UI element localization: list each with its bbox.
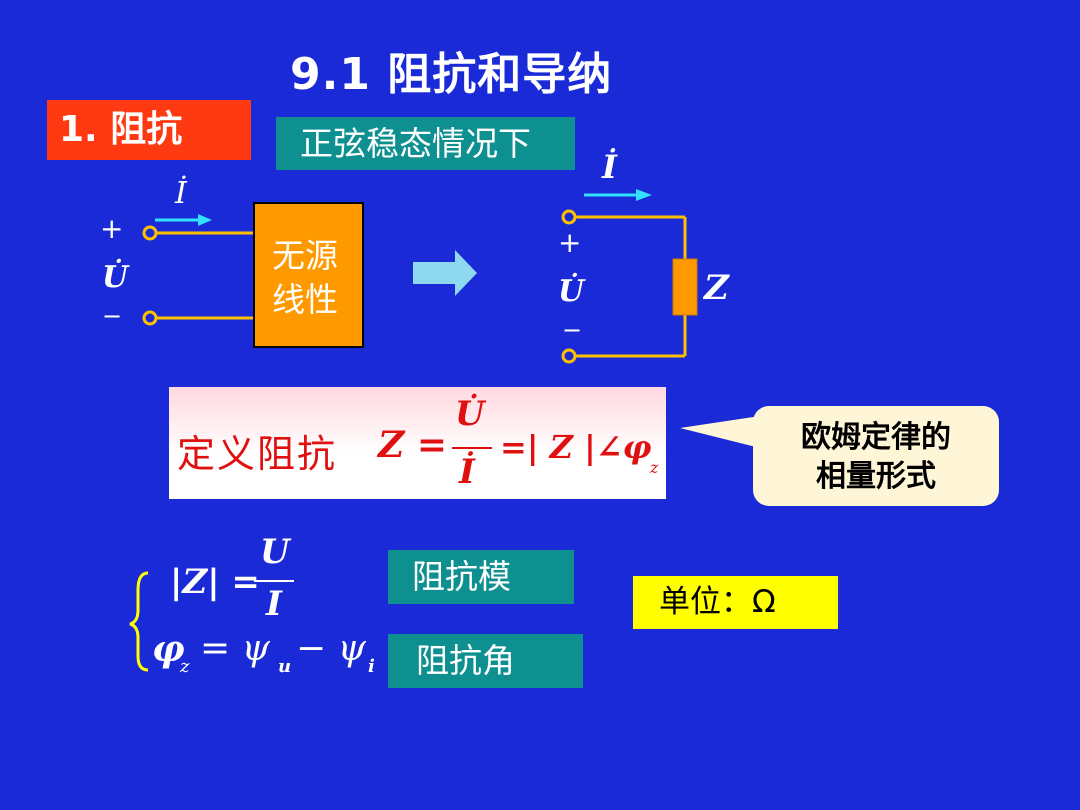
left-current-label: İ [175,176,187,211]
right-current-label: İ [602,148,617,186]
left-current-arrowhead [198,214,212,226]
definition-denominator: İ [459,452,475,492]
callout-line2: 相量形式 [816,459,936,494]
angle-psi-u-sub: u [278,656,292,677]
angle-psi-i: − ψ [296,628,366,669]
section-heading: 1. 阻抗 [47,100,251,160]
right-plus: + [558,226,582,259]
left-minus: − [102,302,123,330]
impedance-element [672,258,698,316]
definition-fraction-bar [452,447,492,449]
definition-label: 定义阻抗 [177,432,338,476]
right-minus: − [562,316,583,344]
page-title: 9.1 阻抗和导纳 [290,49,613,100]
transform-arrow-icon [413,250,477,296]
block-label-line1: 无源 [272,236,338,275]
angle-psi-i-sub: i [368,656,375,677]
callout-line1: 欧姆定律的 [801,420,951,455]
magnitude-denominator: I [266,584,282,624]
right-bottom-terminal [561,348,577,364]
right-voltage-label: U̇ [558,274,585,309]
callout-text: 欧姆定律的 相量形式 [753,418,999,496]
left-bottom-terminal [142,310,158,326]
left-voltage-label: U̇ [102,260,129,295]
brace [129,571,149,672]
left-plus: + [100,212,124,245]
magnitude-fraction-bar [254,580,294,582]
unit-label: 单位：Ω [633,576,838,629]
block-label-line2: 线性 [272,280,338,319]
right-top-terminal [561,209,577,225]
angle-phi-sub: z [180,656,190,677]
definition-rhs: =| Z |∠φ [500,428,652,466]
passive-linear-block [253,202,364,348]
angle-psi-u: = ψ [200,628,270,669]
impedance-label: Z [704,268,729,308]
definition-rhs-subscript: z [650,458,659,477]
magnitude-numerator: U [260,532,290,572]
angle-phi: φ [152,628,185,670]
definition-lhs: Z = [378,424,447,466]
right-current-arrowhead [636,189,652,201]
ohm-law-callout [753,406,999,506]
condition-label: 正弦稳态情况下 [276,117,575,170]
definition-box [169,387,666,499]
angle-label: 阻抗角 [388,634,583,688]
magnitude-lhs: |Z| = [170,562,260,602]
definition-numerator: U̇ [455,394,485,434]
callout-pointer [680,416,760,448]
modulus-label: 阻抗模 [388,550,574,604]
left-top-terminal [142,225,158,241]
